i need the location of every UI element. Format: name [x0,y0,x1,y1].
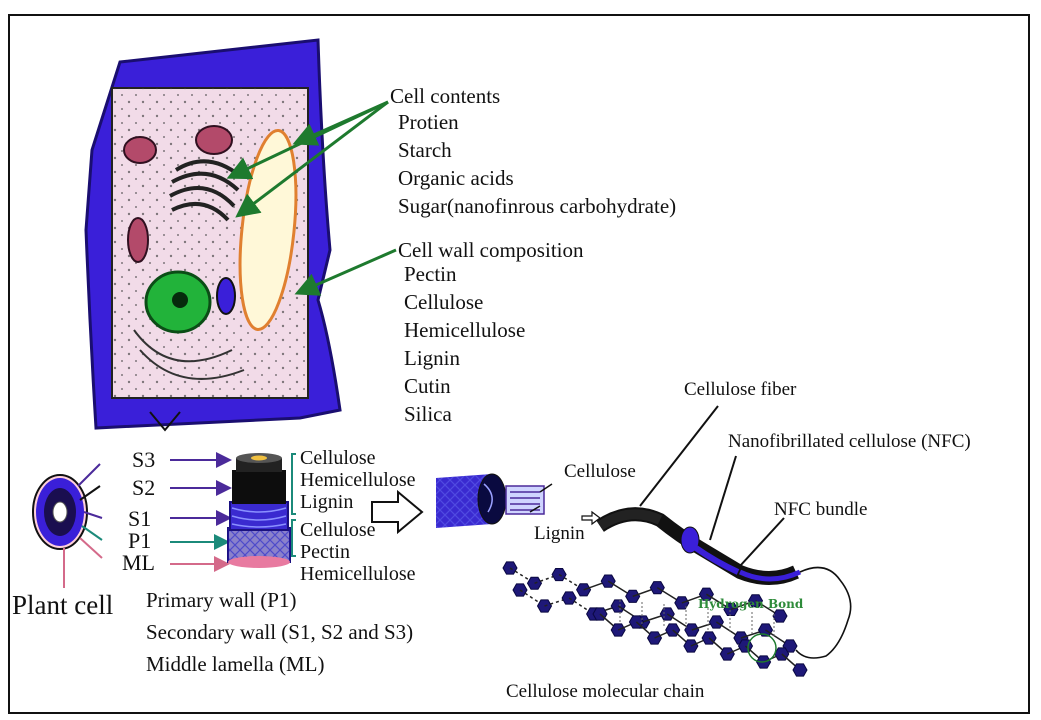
contents-item-sugar: Sugar(nanofinrous carbohydrate) [398,196,676,217]
primary-component-pectin: Pectin [300,542,350,562]
contents-item-starch: Starch [398,140,452,161]
wall-item-lignin: Lignin [404,348,460,369]
mitochondrion [217,278,235,314]
wall-layers-cylinder [228,453,290,568]
plant-cell-label: Plant cell [12,592,113,619]
glucose-unit [626,590,640,602]
chloroplast [128,218,148,262]
nucleolus [172,292,188,308]
contents-item-protien: Protien [398,112,459,133]
glucose-unit [528,577,542,589]
wall-item-pectin: Pectin [404,264,457,285]
hydrogen-bond-label: Hydrogen Bond [698,598,803,610]
fiber-bundle [436,474,552,528]
wall-item-hemicellulose: Hemicellulose [404,320,525,341]
layer-label-s1: S1 [128,508,151,530]
secondary-component-hemicellulose: Hemicellulose [300,470,416,490]
layer-label-s3: S3 [132,449,155,471]
glucose-unit [793,664,807,676]
primary-component-hemicellulose: Hemicellulose [300,564,416,584]
secondary-component-cellulose: Cellulose [300,448,376,468]
glucose-unit [538,600,552,612]
glucose-unit [648,632,662,644]
nfc-bundle-label: NFC bundle [774,500,867,519]
organelle-2 [196,126,232,154]
cellulose-fiber-label: Cellulose fiber [684,380,796,399]
contents-item-organic-acids: Organic acids [398,168,514,189]
wall-item-cutin: Cutin [404,376,451,397]
fiber-cellulose-label: Cellulose [564,462,636,481]
legend-secondary-wall: Secondary wall (S1, S2 and S3) [146,622,413,643]
layer-label-ml: ML [122,552,155,574]
glucose-unit [577,584,591,596]
wall-item-cellulose: Cellulose [404,292,483,313]
molecular-chain-label: Cellulose molecular chain [506,682,704,701]
composition-brackets [292,454,296,556]
legend-primary-wall: Primary wall (P1) [146,590,296,611]
layer-label-s2: S2 [132,477,155,499]
wall-item-silica: Silica [404,404,452,425]
secondary-component-lignin: Lignin [300,492,353,512]
primary-component-cellulose: Cellulose [300,520,376,540]
glucose-unit [685,624,699,636]
cell-contents-heading: Cell contents [390,86,500,107]
plant-cell-illustration [86,40,340,430]
layer-label-p1: P1 [128,530,151,552]
nfc-label: Nanofibrillated cellulose (NFC) [728,432,971,451]
glucose-unit [773,610,787,622]
layer-arrows [170,460,228,564]
glucose-unit [684,640,698,652]
organelle-1 [124,137,156,163]
legend-middle-lamella: Middle lamella (ML) [146,654,324,675]
fiber-lignin-label: Lignin [534,524,585,543]
cell-wall-composition-heading: Cell wall composition [398,240,583,261]
glucose-unit [675,597,689,609]
big-arrow [372,492,422,532]
cell-cross-section [33,464,102,588]
